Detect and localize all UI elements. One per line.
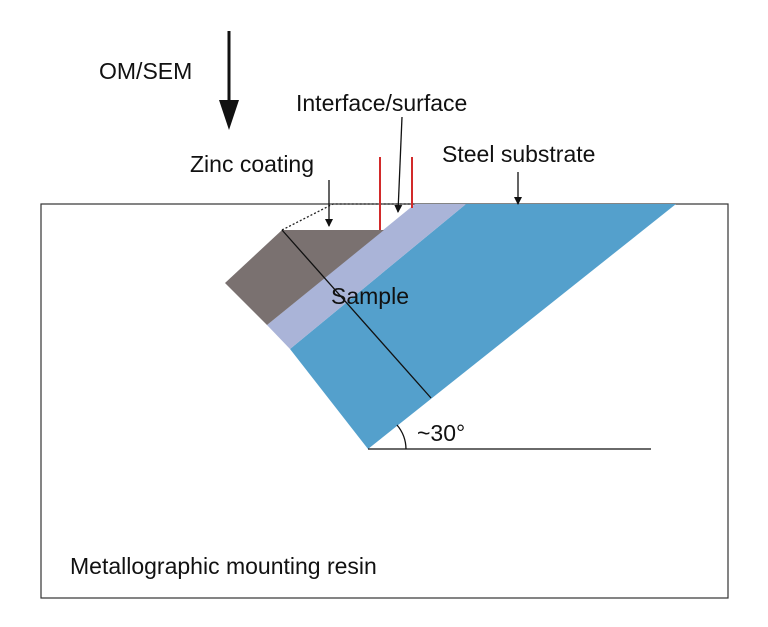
steel-substrate-label: Steel substrate (442, 141, 595, 167)
steel-substrate (290, 204, 676, 449)
angle-arc (396, 424, 407, 450)
zinc-coating-label: Zinc coating (190, 151, 314, 177)
sample-label: Sample (331, 283, 409, 309)
interface-layer (267, 204, 466, 349)
om-sem-label: OM/SEM (99, 58, 192, 84)
angle-label: ~30° (417, 420, 465, 446)
interface-leader-arrow (394, 116, 403, 213)
resin-label: Metallographic mounting resin (70, 553, 377, 579)
interface-label: Interface/surface (296, 90, 467, 116)
removed-outline (281, 203, 415, 231)
zinc-coating (225, 230, 384, 325)
section-line (281, 229, 432, 399)
om-sem-arrowhead (219, 100, 239, 130)
